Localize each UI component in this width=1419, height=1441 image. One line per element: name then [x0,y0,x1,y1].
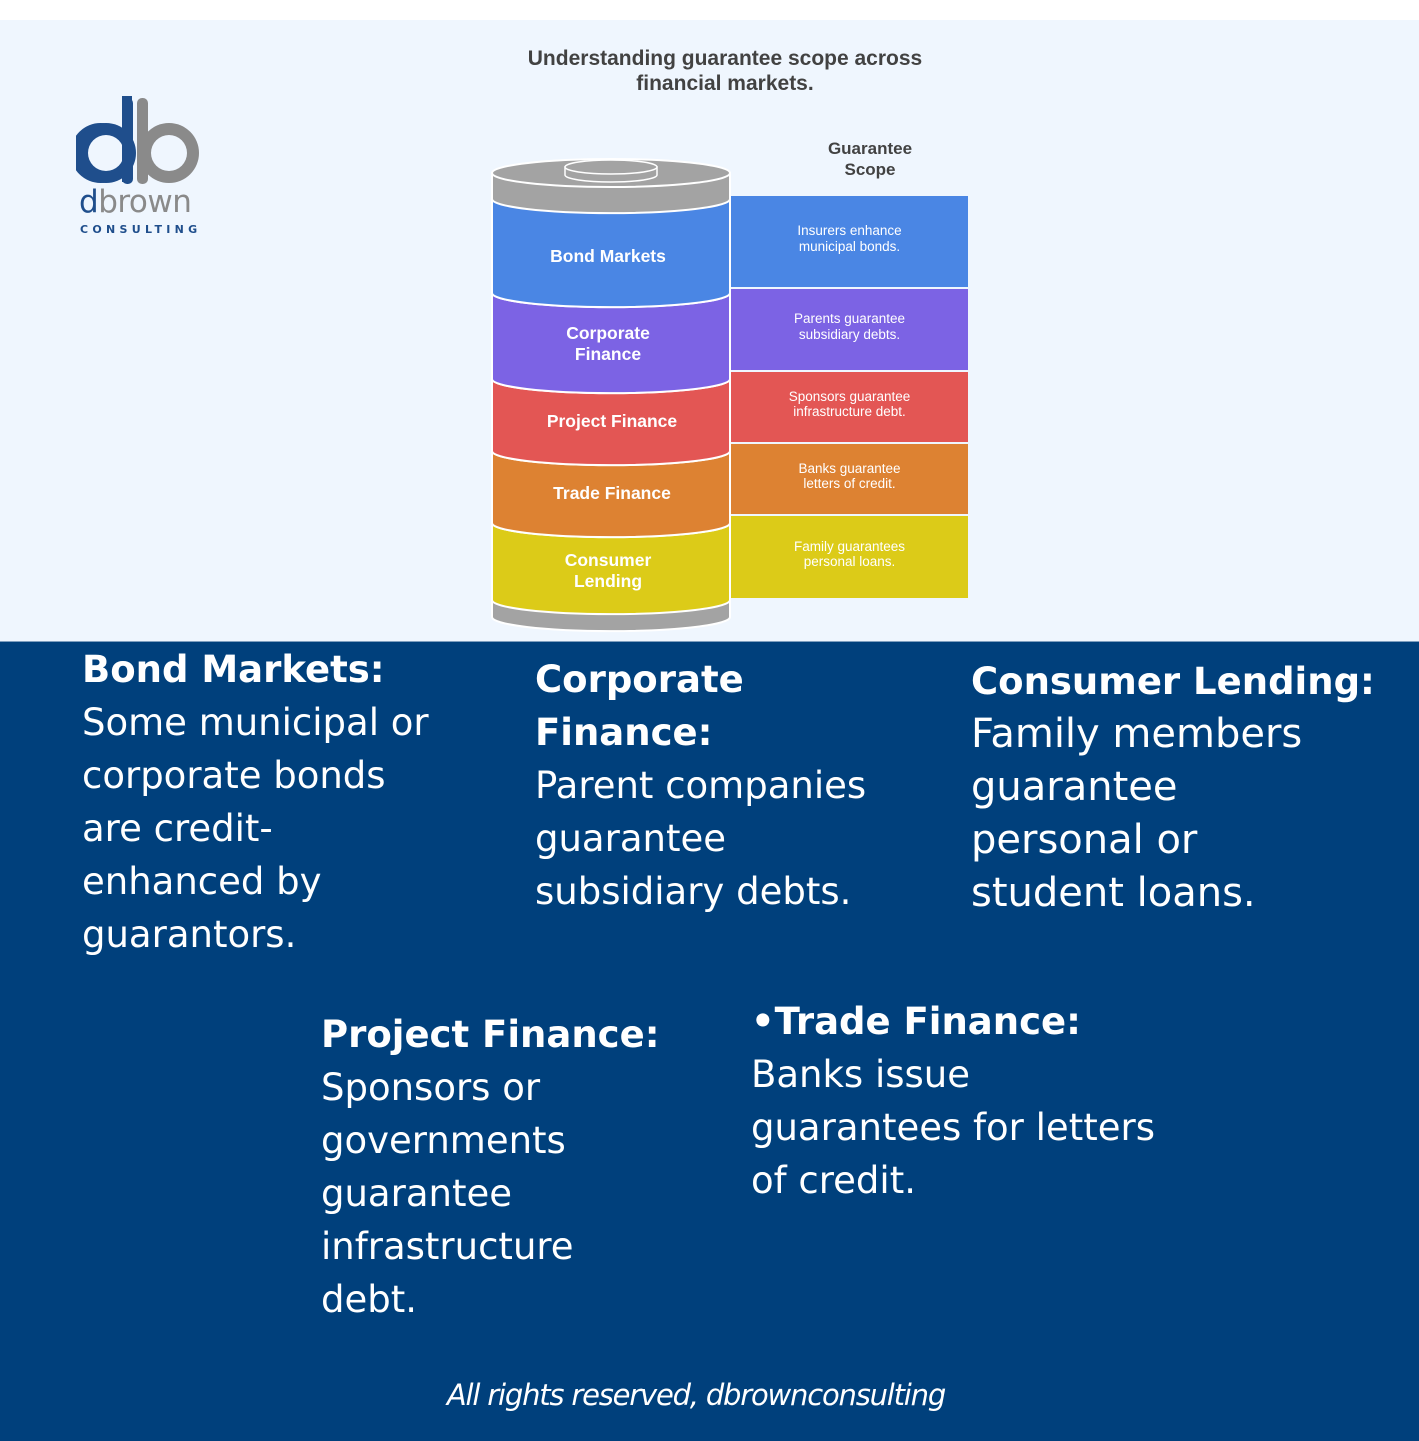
dbrown-logo: dbrown CONSULTING [76,94,206,239]
segment-label-bond-markets: Bond Markets [550,246,666,266]
scope-heading: Guarantee Scope [827,139,913,179]
detail-consumer-lending: Consumer Lending: Family members guarant… [971,660,1375,916]
detail-trade-finance: •Trade Finance: Banks issue guarantees f… [751,1000,1155,1202]
segment-label-trade-finance: Trade Finance [553,483,671,503]
detail-bond-markets: Bond Markets: Some municipal or corporat… [82,648,429,956]
detail-corporate-finance: Corporate Finance: Parent companies guar… [535,658,867,913]
copyright-footer: All rights reserved, dbrownconsulting [446,1378,946,1412]
segment-label-project-finance: Project Finance [546,411,678,431]
cylinder-graphic [491,158,731,633]
db-monogram-icon [76,96,199,184]
diagram-title: Understanding guarantee scope across fin… [527,47,923,95]
logo-wordmark: dbrown [79,184,192,220]
logo-subtitle: CONSULTING [80,223,202,236]
details-panel [0,641,1419,1441]
detail-project-finance: Project Finance: Sponsors or governments… [321,1013,660,1321]
cylinder-knob-top [564,159,658,175]
